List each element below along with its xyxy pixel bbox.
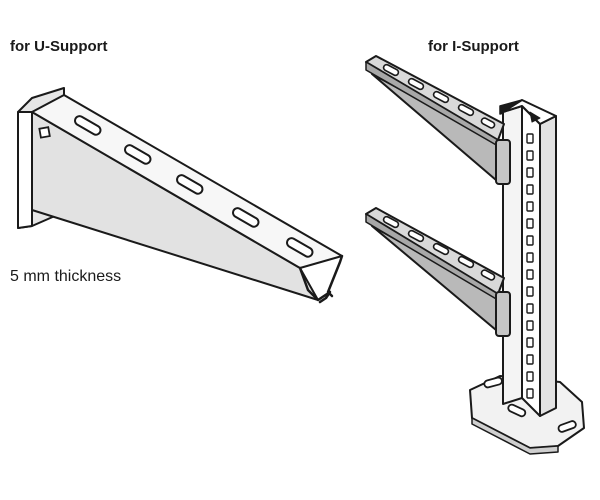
arm-slots bbox=[74, 115, 314, 258]
slot bbox=[480, 269, 496, 281]
lower-arm-clamp bbox=[495, 291, 511, 337]
slot bbox=[526, 184, 534, 195]
slot bbox=[526, 388, 534, 399]
slot bbox=[432, 242, 450, 256]
column-right-face bbox=[539, 115, 557, 417]
slot bbox=[526, 133, 534, 144]
slot bbox=[382, 63, 400, 77]
slot bbox=[74, 115, 102, 136]
upper-arm-clamp bbox=[495, 139, 511, 185]
slot bbox=[526, 201, 534, 212]
u-support-bracket bbox=[17, 87, 344, 304]
slot bbox=[124, 144, 152, 165]
upper-arm-slots bbox=[382, 63, 496, 129]
upper-arm-flange-edge bbox=[365, 61, 499, 147]
i-support-title: for I-Support bbox=[428, 38, 519, 55]
slot bbox=[382, 215, 400, 229]
slot bbox=[286, 237, 314, 258]
base-plate-slots bbox=[483, 376, 577, 433]
slot bbox=[232, 207, 260, 228]
lower-arm-slots bbox=[382, 215, 496, 281]
mounting-plate-face bbox=[17, 111, 33, 229]
slot bbox=[526, 269, 534, 280]
slot bbox=[480, 117, 496, 129]
u-support-title: for U-Support bbox=[10, 38, 108, 55]
slot bbox=[457, 255, 475, 269]
slot bbox=[176, 174, 204, 195]
slot bbox=[526, 371, 534, 382]
slot bbox=[526, 235, 534, 246]
slot bbox=[526, 303, 534, 314]
slot bbox=[526, 337, 534, 348]
slot bbox=[526, 167, 534, 178]
upper-arm bbox=[365, 55, 511, 185]
slot bbox=[483, 376, 503, 389]
arm-end-lip bbox=[298, 254, 344, 304]
slot bbox=[557, 420, 577, 433]
slot bbox=[507, 403, 527, 418]
slot bbox=[407, 229, 425, 243]
lower-arm bbox=[365, 207, 511, 337]
slot bbox=[526, 286, 534, 297]
slot bbox=[407, 77, 425, 91]
slot bbox=[432, 90, 450, 104]
base-plate-edge bbox=[471, 417, 559, 455]
column-perforations bbox=[526, 133, 534, 399]
slot bbox=[526, 218, 534, 229]
lower-arm-flange-edge bbox=[365, 213, 499, 301]
slot bbox=[526, 354, 534, 365]
slot bbox=[526, 252, 534, 263]
column-cap-notch bbox=[529, 111, 541, 123]
i-support-assembly bbox=[365, 55, 585, 455]
square-hole bbox=[38, 126, 51, 139]
slot bbox=[457, 103, 475, 117]
slot bbox=[526, 320, 534, 331]
thickness-note: 5 mm thickness bbox=[10, 268, 122, 285]
slot bbox=[526, 150, 534, 161]
arm-web bbox=[31, 111, 319, 301]
